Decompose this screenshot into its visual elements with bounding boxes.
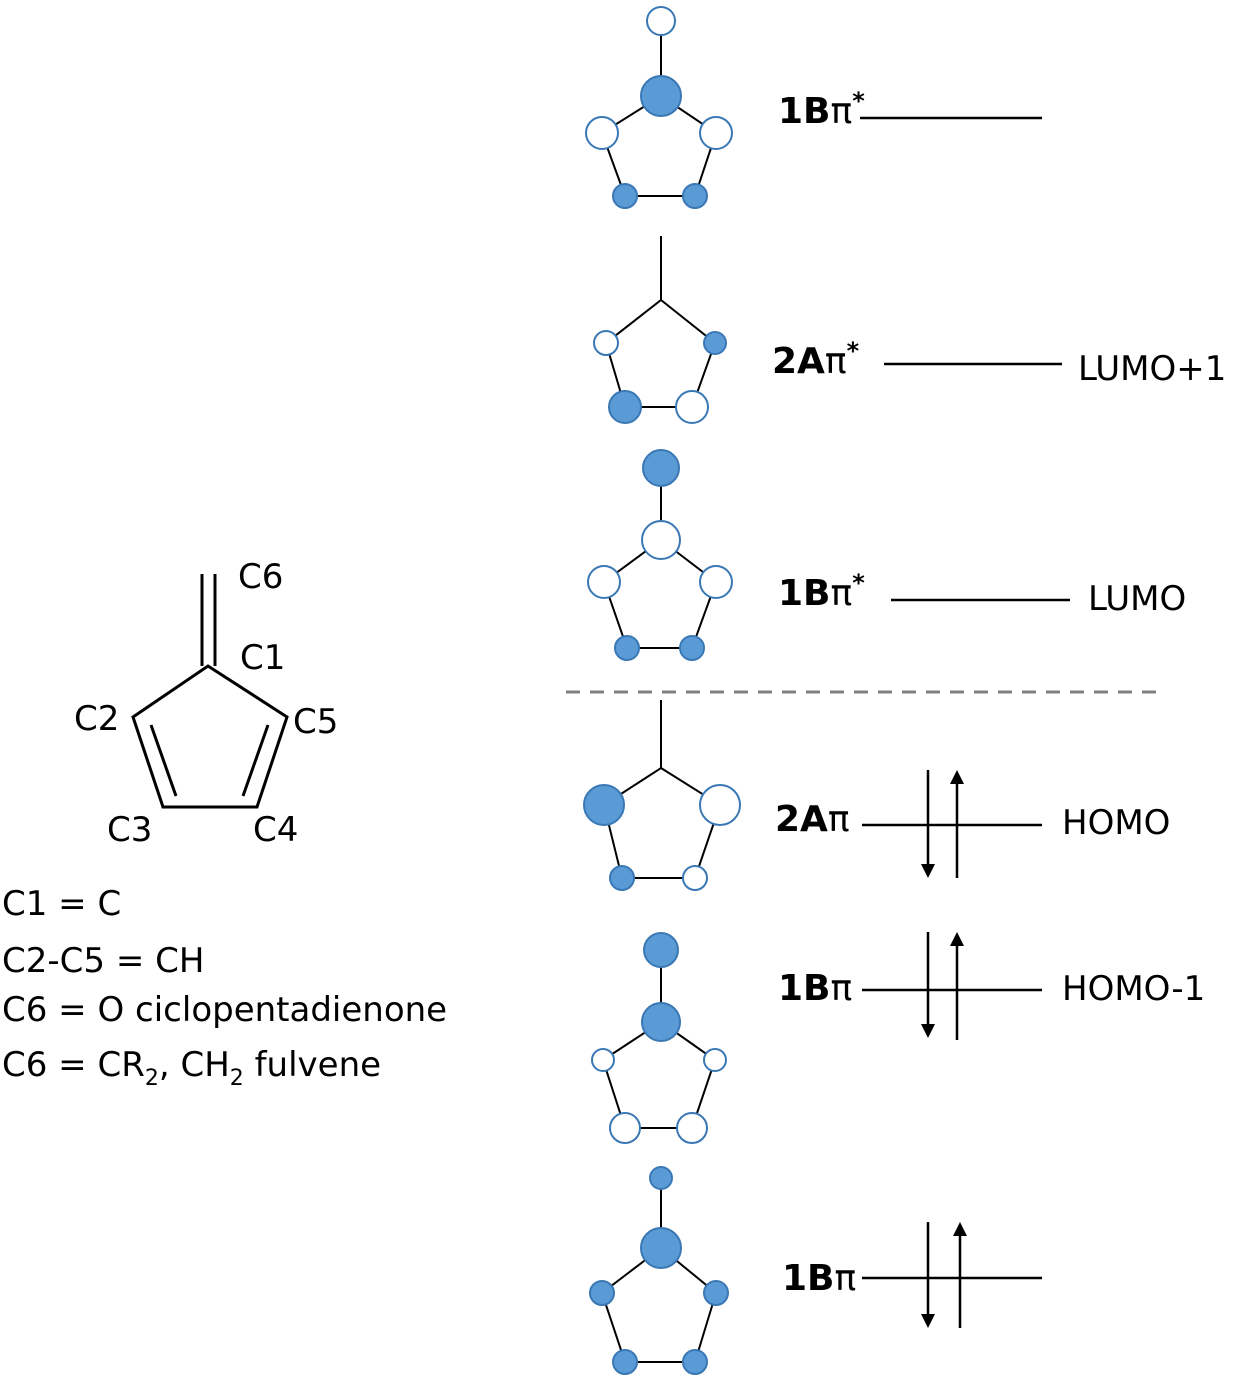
lobe-c1 [640,75,682,117]
lobe-c2 [589,1280,615,1306]
star: * [852,569,865,597]
orbital-label: 1Bπ* [778,87,865,132]
lobe-c6 [646,6,676,36]
star: * [852,87,865,115]
def-sub-1: 2 [145,1066,159,1091]
lobe-c4 [676,1112,708,1144]
orbital-1: 1Bπ* [585,6,1042,209]
orbital-label: 1Bπ* [778,569,865,614]
star: * [847,337,860,365]
lobe-c2 [587,565,621,599]
definition-c6-oxygen: C6 = O ciclopentadienone [2,990,447,1030]
definition-c2-c5: C2-C5 = CH [2,941,204,981]
orbital-3: 1Bπ* LUMO [587,449,1186,661]
spin-up-arrowhead [950,770,964,784]
orbital-label: 1Bπ [778,968,852,1009]
spin-down-arrowhead [921,864,935,878]
lobe-c6 [649,1166,673,1190]
symmetry: 1B [782,1258,835,1299]
lobe-c1 [641,1002,681,1042]
symmetry: 2A [772,341,825,382]
definition-c1: C1 = C [2,884,121,924]
lobe-c3 [609,865,635,891]
symmetry: 2A [775,799,828,840]
orbital-5: 1Bπ HOMO-1 [591,932,1205,1144]
atom-label-c1: C1 [240,638,285,678]
ring-frame [602,766,722,879]
spin-down-arrowhead [921,1024,935,1038]
molecule-structure: C6 C1 C2 C5 C3 C4 [74,557,338,850]
lobe-c3 [608,390,642,424]
lobe-c3 [609,1112,641,1144]
lobe-c5 [703,1280,729,1306]
orbital-4: 2Aπ HOMO [583,700,1170,891]
pi-symbol: π [825,341,847,382]
def-part-3: fulvene [244,1045,381,1085]
spin-down-arrowhead [921,1314,935,1328]
lobe-c1 [640,1227,682,1269]
spin-up-arrowhead [950,932,964,946]
atom-label-c2: C2 [74,699,119,739]
lobe-c6 [642,449,680,487]
frontier-label: LUMO [1088,579,1186,619]
symmetry: 1B [778,91,831,132]
orbital-label: 1Bπ [782,1258,856,1299]
pi-symbol: π [828,799,850,840]
double-bond-c4-c5 [241,724,270,797]
symmetry: 1B [778,573,831,614]
lobe-c2 [591,1048,615,1072]
lobe-c2 [583,784,625,826]
definition-c6-fulvene: C6 = CR2, CH2 fulvene [2,1045,381,1091]
frontier-label: LUMO+1 [1078,349,1226,389]
lobe-c3 [612,1349,638,1375]
lobe-c2 [585,116,619,150]
ring-bonds [131,664,289,809]
frontier-label: HOMO-1 [1062,969,1205,1009]
lobe-c4 [682,183,708,209]
atom-label-c6: C6 [238,557,283,597]
orbital-6: 1Bπ [589,1166,1042,1375]
lobe-c5 [699,116,733,150]
lobe-c5 [703,331,727,355]
atom-label-c3: C3 [107,810,152,850]
lobe-c2 [593,330,619,356]
lobe-c5 [703,1048,727,1072]
atom-label-c4: C4 [253,810,298,850]
lobe-c4 [682,865,708,891]
lobe-c5 [699,784,741,826]
def-sub-2: 2 [230,1066,244,1091]
lobe-c3 [614,635,640,661]
pi-symbol: π [831,968,853,1009]
pi-symbol: π [835,1258,857,1299]
orbital-label: 2Aπ [775,799,850,840]
symmetry: 1B [778,968,831,1009]
lobe-c4 [679,635,705,661]
spin-up-arrowhead [953,1222,967,1236]
def-part-1: C6 = CR [2,1045,145,1085]
lobe-c4 [682,1349,708,1375]
lobe-c6 [643,932,679,968]
atom-label-c5: C5 [293,702,338,742]
def-part-2: , CH [159,1045,230,1085]
lobe-c5 [699,565,733,599]
lobe-c4 [675,390,709,424]
definitions: C1 = C C2-C5 = CH C6 = O ciclopentadieno… [2,884,447,1091]
lobe-c3 [612,183,638,209]
orbital-label: 2Aπ* [772,337,860,382]
double-bond-c2-c3 [149,724,178,797]
pi-symbol: π [831,573,853,614]
pi-symbol: π [831,91,853,132]
orbital-2: 2Aπ* LUMO+1 [593,236,1226,424]
frontier-label: HOMO [1062,803,1170,843]
lobe-c1 [641,520,681,560]
